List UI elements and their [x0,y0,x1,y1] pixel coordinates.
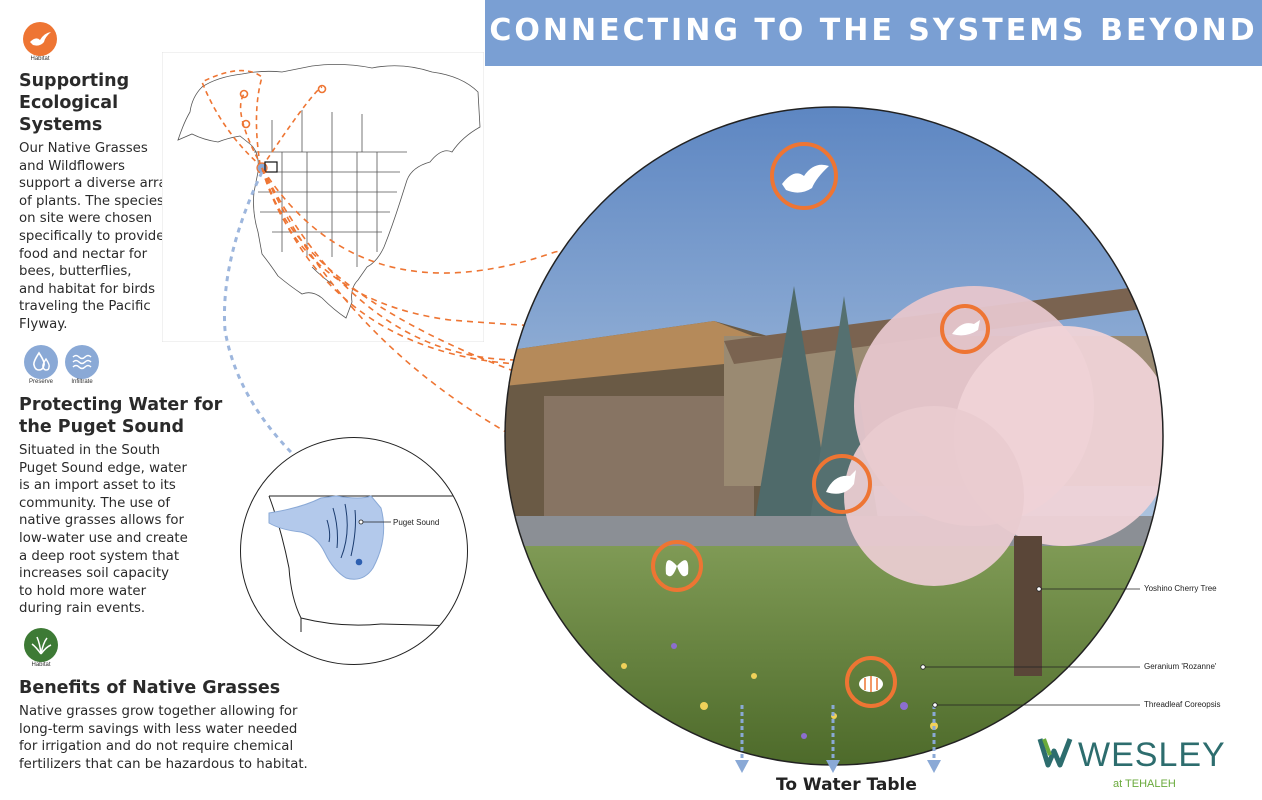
washington-map: Puget Sound [240,437,468,665]
body-line: for irrigation and do not require chemic… [19,739,294,755]
page-title: CONNECTING TO THE SYSTEMS BEYOND [489,13,1258,48]
hawk-marker [770,142,838,210]
butterfly-icon [665,560,689,577]
section-body-water: Situated in the South Puget Sound edge, … [19,442,219,618]
heading-line: the Puget Sound [19,417,184,437]
body-line: traveling the Pacific [19,299,151,315]
logo-wordmark: WESLEY [1078,736,1226,774]
heading-line: Systems [19,115,103,135]
body-line: increases soil capacity [19,566,170,582]
body-line: specifically to provide [19,228,165,244]
heading-line: Benefits of Native Grasses [19,678,281,698]
infiltrate-badge: Infiltrate [65,345,102,385]
badge-label: Preserve [28,379,53,385]
songbird-marker [940,304,990,354]
section-heading-grasses: Benefits of Native Grasses [19,677,319,699]
body-line: low-water use and create [19,530,188,546]
body-line: Puget Sound edge, water [19,460,187,476]
body-line: to hold more water [19,583,147,599]
callout-coreopsis: Threadleaf Coreopsis [1144,700,1221,709]
body-line: Native grasses grow together allowing fo… [19,704,298,719]
badge-label: Habitat [30,56,50,62]
habitat-badge: Habitat [23,22,60,62]
bird-icon [826,470,856,494]
bird-icon [952,320,980,336]
callout-geranium: Geranium 'Rozanne' [1144,662,1217,671]
bee-marker [845,656,897,708]
body-line: of plants. The species [19,193,164,209]
waves-icon [65,345,99,379]
body-line: bees, butterflies, [19,264,132,280]
callout-cherry: Yoshino Cherry Tree [1144,584,1217,593]
bird-marker [812,454,872,514]
logo-subtitle: at TEHALEH [1113,778,1176,790]
badge-label: Habitat [31,662,51,668]
bird-icon [23,22,57,56]
bird-icon [782,164,829,193]
body-line: Situated in the South [19,443,161,458]
scene-illustration [504,106,1164,766]
preserve-badge: Preserve [24,345,61,385]
heading-line: Supporting [19,71,130,91]
section-body-grasses: Native grasses grow together allowing fo… [19,703,349,773]
section-body-ecological: Our Native Grasses and Wildflowers suppo… [19,140,194,334]
body-line: is an import asset to its [19,478,176,494]
body-line: Our Native Grasses [19,141,148,156]
body-line: long-term savings with less water needed [19,721,298,737]
body-line: community. The use of [19,495,171,511]
heading-line: Protecting Water for [19,395,223,415]
body-line: support a diverse array [19,176,175,192]
body-line: and habitat for birds [19,281,156,297]
water-table-label: To Water Table [776,775,917,795]
water-drop-icon [24,345,58,379]
body-line: and Wildflowers [19,158,125,174]
body-line: during rain events. [19,601,146,617]
grass-habitat-badge: Habitat [24,628,61,668]
header-banner: CONNECTING TO THE SYSTEMS BEYOND [485,0,1262,66]
body-line: food and nectar for [19,246,148,262]
section-heading-water: Protecting Water for the Puget Sound [19,394,239,438]
badge-label: Infiltrate [71,379,93,385]
north-america-map [162,52,484,342]
body-line: Flyway. [19,316,68,332]
wesley-logo-mark [1037,738,1073,768]
butterfly-marker [651,540,703,592]
body-line: a deep root system that [19,548,180,564]
body-line: on site were chosen [19,211,153,227]
body-line: fertilizers that can be hazardous to hab… [19,756,308,772]
section-heading-ecological: Supporting Ecological Systems [19,70,169,136]
heading-line: Ecological [19,93,119,113]
puget-sound-label: Puget Sound [393,518,439,527]
grass-icon [24,628,58,662]
body-line: native grasses allows for [19,513,184,529]
